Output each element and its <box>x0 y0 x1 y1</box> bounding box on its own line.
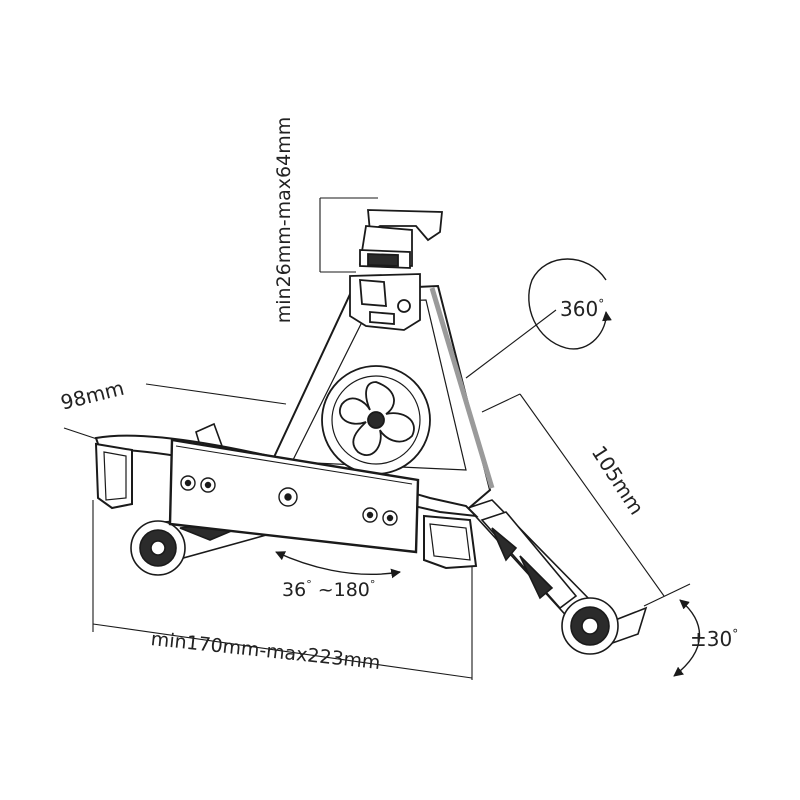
rotary-hub <box>321 365 431 475</box>
tilt-label: ±30° <box>690 627 738 651</box>
tilt-value: ±30 <box>690 627 732 651</box>
swing-min-unit: ° <box>306 578 312 591</box>
right-wheel-hub <box>581 617 599 635</box>
swing-arrow <box>275 551 401 579</box>
tilt-unit: ° <box>732 627 738 641</box>
clamp-range-label: min26mm-max64mm <box>273 117 295 323</box>
arm-length-label: 105mm <box>587 441 649 519</box>
clamp-grip <box>367 253 399 267</box>
swing-max: ~180 <box>318 579 370 601</box>
rotation-value: 360 <box>560 297 598 321</box>
top-clamp <box>349 209 443 331</box>
right-leg <box>466 499 648 655</box>
swing-min: 36 <box>282 579 306 601</box>
rotation-360-arrow <box>528 258 612 350</box>
tilt-arrow <box>673 599 701 677</box>
rotation-label: 360° <box>560 297 604 321</box>
plate-screws <box>180 475 398 526</box>
swing-label: 36°~180° <box>282 578 375 601</box>
rotation-unit: ° <box>598 297 604 311</box>
depth-label: 98mm <box>58 376 126 415</box>
rotation-arrows <box>275 258 701 677</box>
dimension-lines <box>63 197 691 680</box>
swing-max-unit: ° <box>370 578 376 591</box>
width-range-label: min170mm-max223mm <box>150 628 382 674</box>
left-wheel-hub <box>150 540 166 556</box>
